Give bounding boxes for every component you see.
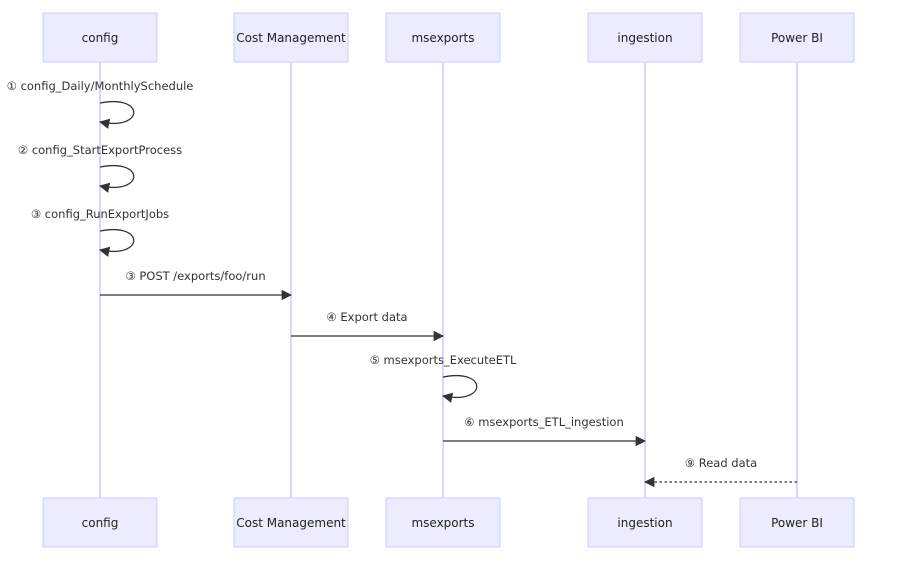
message-text: msexports_ETL_ingestion <box>478 415 624 429</box>
participant-label: ingestion <box>617 516 672 530</box>
participant-label: msexports <box>411 31 474 45</box>
sequence-number: ⑨ <box>685 456 695 470</box>
participant-ms-top: msexports <box>385 12 501 63</box>
participant-label: Cost Management <box>236 516 346 530</box>
message-1: ① config_Daily/MonthlySchedule <box>7 79 194 129</box>
sequence-number: ④ <box>326 310 336 324</box>
message-8: ⑨ Read data <box>643 456 797 488</box>
message-label: ① config_Daily/MonthlySchedule <box>7 79 194 93</box>
participant-label: config <box>82 516 119 530</box>
message-text: msexports_ExecuteETL <box>384 353 517 367</box>
sequence-number: ⑤ <box>370 353 380 367</box>
participant-box <box>739 12 855 63</box>
self-message-arrow <box>98 229 135 257</box>
participant-label: Cost Management <box>236 31 346 45</box>
message-5: ④ Export data <box>291 310 445 342</box>
message-text: Read data <box>699 456 757 470</box>
message-7: ⑥ msexports_ETL_ingestion <box>443 415 647 447</box>
self-message-arrow <box>441 375 478 403</box>
participant-label: Power BI <box>771 31 823 45</box>
participant-label: config <box>82 31 119 45</box>
message-text: config_StartExportProcess <box>32 143 182 157</box>
message-label: ③ config_RunExportJobs <box>31 207 169 221</box>
message-label: ⑤ msexports_ExecuteETL <box>370 353 517 367</box>
message-2: ② config_StartExportProcess <box>18 143 182 193</box>
message-6: ⑤ msexports_ExecuteETL <box>370 353 517 403</box>
participant-box <box>42 497 158 548</box>
participant-box <box>385 12 501 63</box>
participant-label: ingestion <box>617 31 672 45</box>
self-message-arrow <box>98 101 135 129</box>
participant-config-top: config <box>42 12 158 63</box>
participant-cm-bottom: Cost Management <box>233 497 349 548</box>
message-text: config_Daily/MonthlySchedule <box>21 79 194 93</box>
participant-pbi-top: Power BI <box>739 12 855 63</box>
message-4: ③ POST /exports/foo/run <box>100 269 293 301</box>
self-message-arrow <box>98 165 135 193</box>
message-label: ④ Export data <box>326 310 407 324</box>
participant-box <box>385 497 501 548</box>
message-3: ③ config_RunExportJobs <box>31 207 169 257</box>
message-text: POST /exports/foo/run <box>139 269 265 283</box>
message-label: ② config_StartExportProcess <box>18 143 182 157</box>
participant-config-bottom: config <box>42 497 158 548</box>
sequence-number: ① <box>7 79 17 93</box>
message-label: ③ POST /exports/foo/run <box>125 269 265 283</box>
participant-box <box>587 497 703 548</box>
participant-ms-bottom: msexports <box>385 497 501 548</box>
participant-box <box>233 12 349 63</box>
sequence-number: ⑥ <box>464 415 474 429</box>
participant-pbi-bottom: Power BI <box>739 497 855 548</box>
participant-box <box>42 12 158 63</box>
participant-label: msexports <box>411 516 474 530</box>
sequence-number: ② <box>18 143 28 157</box>
message-label: ⑥ msexports_ETL_ingestion <box>464 415 623 429</box>
participant-cm-top: Cost Management <box>233 12 349 63</box>
sequence-number: ③ <box>125 269 135 283</box>
message-label: ⑨ Read data <box>685 456 757 470</box>
participant-ing-bottom: ingestion <box>587 497 703 548</box>
participant-box <box>739 497 855 548</box>
participant-box <box>233 497 349 548</box>
participant-ing-top: ingestion <box>587 12 703 63</box>
message-text: Export data <box>340 310 407 324</box>
sequence-number: ③ <box>31 207 41 221</box>
participant-box <box>587 12 703 63</box>
message-text: config_RunExportJobs <box>45 207 169 221</box>
participant-label: Power BI <box>771 516 823 530</box>
